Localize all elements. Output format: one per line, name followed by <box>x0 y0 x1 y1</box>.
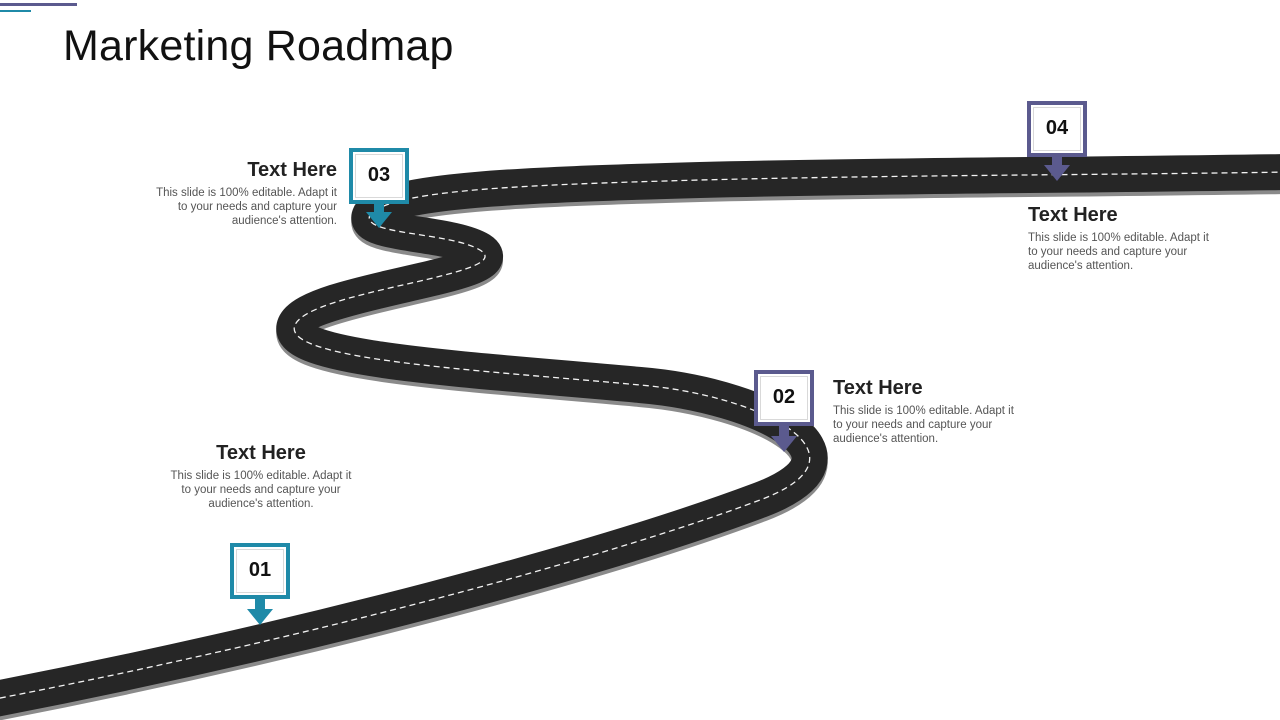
milestone-marker-04: 04 <box>1027 101 1087 157</box>
road-lane-markings <box>0 171 1280 699</box>
milestone-body: This slide is 100% editable. Adapt it to… <box>1028 232 1209 272</box>
milestone-number: 01 <box>248 558 272 581</box>
arrow-down-icon <box>247 597 273 625</box>
arrow-down-icon <box>771 424 797 452</box>
accent-bar-top <box>0 3 77 6</box>
milestone-heading: Text Here <box>216 442 306 464</box>
accent-bar-bottom <box>0 10 31 12</box>
milestone-marker-03: 03 <box>349 148 409 204</box>
milestone-number: 03 <box>367 163 391 186</box>
milestone-caption-03: Text Here This slide is 100% editable. A… <box>147 159 337 228</box>
page-title: Marketing Roadmap <box>63 22 454 70</box>
milestone-body: This slide is 100% editable. Adapt it to… <box>170 470 352 510</box>
milestone-caption-02: Text Here This slide is 100% editable. A… <box>833 377 1023 446</box>
arrow-down-icon <box>366 200 392 228</box>
milestone-number: 04 <box>1045 116 1069 139</box>
milestone-body: This slide is 100% editable. Adapt it to… <box>833 405 1014 445</box>
milestone-heading: Text Here <box>247 159 337 181</box>
arrow-down-icon <box>1044 153 1070 181</box>
milestone-caption-01: Text Here This slide is 100% editable. A… <box>166 442 356 511</box>
milestone-heading: Text Here <box>833 377 923 399</box>
milestone-caption-04: Text Here This slide is 100% editable. A… <box>1028 204 1218 273</box>
milestone-body: This slide is 100% editable. Adapt it to… <box>156 187 337 227</box>
milestone-marker-01: 01 <box>230 543 290 599</box>
milestone-heading: Text Here <box>1028 204 1118 226</box>
milestone-marker-02: 02 <box>754 370 814 426</box>
milestone-number: 02 <box>772 385 796 408</box>
